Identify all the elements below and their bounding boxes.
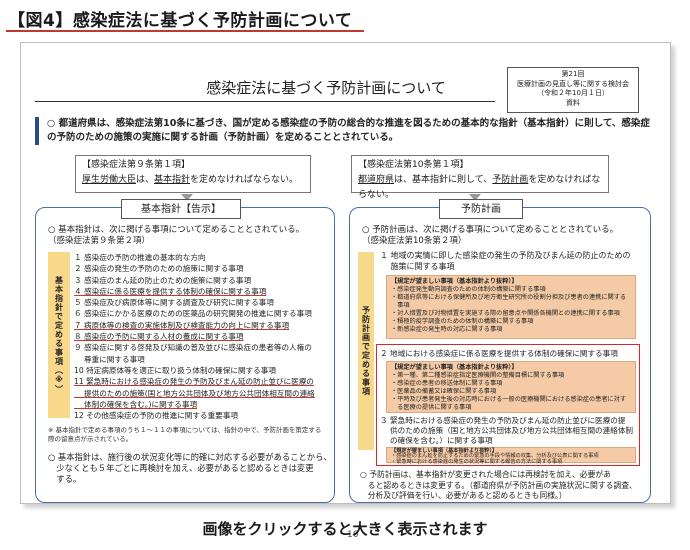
box-line: ・対人措置及び対物措置を実施する際の留意点や関係各機関との連携に関する事項 bbox=[391, 310, 620, 317]
box-line: ・緊急時における感染症の発生の状況等に関する報告の方法に関する事項 bbox=[391, 458, 563, 465]
box-line: ・新感染症の発生時の対応に関する事項 bbox=[391, 326, 503, 333]
reference-box: 第21回 医療計画の見直し等に関する検討会 （令和２年10月１日） 資料 bbox=[507, 67, 639, 113]
figure-title: 【図4】感染症法に基づく予防計画について bbox=[8, 11, 353, 31]
plan-section-2: ２ 地域における感染症に係る医療を提供する体制の確保に関する事項 bbox=[380, 349, 618, 358]
intro-line: （感染症法第９条第２項） bbox=[48, 236, 151, 246]
recommended-items-box: 【規定が望ましい事項（基本指針より抜粋）】 ・第一種、第二種感染症指定医療機関の… bbox=[386, 361, 636, 413]
panel-intro: ○ 予防計画は、次に掲げる事項について定めることとされている。 （感染症法第10… bbox=[362, 225, 618, 247]
foot-line: 分析及び評価を行い、必要があると認めるときも同様。） bbox=[360, 491, 567, 500]
slide-image[interactable]: 感染症法に基づく予防計画について 第21回 医療計画の見直し等に関する検討会 （… bbox=[20, 42, 671, 540]
page-number: 16 bbox=[347, 530, 359, 540]
law-object: 基本指針 bbox=[154, 175, 191, 185]
ref-line: 医療計画の見直し等に関する検討会 bbox=[517, 79, 629, 88]
law-heading: 【感染症法第10条第１項】 bbox=[358, 160, 469, 170]
box-line: ・感染症発生動向調査のための体制の構築に関する事項 bbox=[391, 286, 546, 293]
note-line: 際の留意点が示されている。 bbox=[48, 435, 133, 443]
section-line: １ 地域の実情に即した感染症の発生の予防及びまん延の防止のための bbox=[380, 251, 631, 260]
panel-intro: ○ 基本指針は、次に掲げる事項について定めることとされている。 （感染症法第９条… bbox=[48, 225, 304, 247]
box-heading: 【規定が望ましい事項（基本指針より抜粋）】 bbox=[391, 364, 518, 371]
down-arrow-icon bbox=[181, 194, 193, 201]
list-item: 10 特定病原体等を適正に取り扱う体制の確保に関する事項 bbox=[74, 365, 276, 375]
box-line: ・積極的疫学調査のための体制の構築に関する事項 bbox=[391, 318, 534, 325]
law-box-article-9: 【感染症法第９条第１項】 厚生労働大臣は、基本指針を定めなければならない。 bbox=[75, 155, 311, 193]
footnote: ※ 基本指針で定める事項のうち１～１１の事項については、指針の中で、予防計画を策… bbox=[48, 426, 321, 444]
foot-line: ○ 予防計画は、基本指針が変更された場合には再検討を加え、必要があ bbox=[360, 470, 611, 479]
list-item: ７ 病原体等の検査の実施体制及び検査能力の向上に関する事項 bbox=[74, 320, 290, 330]
law-subject: 厚生労働大臣 bbox=[82, 175, 137, 185]
list-item: 11 緊急時における感染症の発生の予防及びまん延の防止並びに医療の bbox=[74, 377, 314, 387]
basic-guideline-label: 基本指針【告示】 bbox=[121, 199, 241, 219]
box-line: ・医薬品の備蓄又は確保に関する事項 bbox=[391, 388, 497, 395]
ref-line: （令和２年10月１日） bbox=[537, 89, 609, 97]
down-arrow-icon bbox=[469, 194, 481, 201]
intro-line: （感染症法第10条第２項） bbox=[362, 236, 467, 246]
list-item: ２ 感染症の発生の予防のための施策に関する事項 bbox=[74, 264, 244, 274]
intro-line: ○ 基本指針は、次に掲げる事項について定めることとされている。 bbox=[48, 225, 305, 235]
box-line: ・都道府県等における保健所及び地方衛生研究所の役割分担及び患者の連携に関する bbox=[391, 294, 627, 301]
title-underline bbox=[6, 30, 364, 32]
prevention-plan-label: 予防計画 bbox=[439, 199, 523, 219]
box-line: ・平時及び患者発生後の対応時における一般の医療機関における感染症の患者に対す bbox=[391, 396, 627, 403]
foot-line: ○ 基本指針は、施行後の状況変化等に的確に対応する必要があることから、 bbox=[48, 452, 332, 462]
basic-guideline-panel: ○ 基本指針は、次に掲げる事項について定めることとされている。 （感染症法第９条… bbox=[35, 207, 335, 503]
plan-section-1: １ 地域の実情に即した感染症の発生の予防及びまん延の防止のための 施策に関する事… bbox=[380, 250, 631, 272]
box-heading: 【規定が望ましい事項（基本指針より抜粋）】 bbox=[391, 448, 498, 454]
list-item: ９ 感染症に関する啓発及び知識の普及並びに感染症の患者等の人権の bbox=[74, 343, 312, 353]
section-line: 供のための施策（国と地方公共団体及び地方公共団体相互間の連絡体制 bbox=[380, 426, 634, 435]
recommended-items-box: 【規定が望ましい事項（基本指針より抜粋）】 ・感染症のまん延を防止するための緊急… bbox=[386, 447, 636, 465]
law-object: 予防計画 bbox=[492, 175, 529, 185]
section-line: 施策に関する事項 bbox=[380, 262, 455, 271]
box-line: ・第一種、第二種感染症指定医療機関の整備目標に関する事項 bbox=[391, 372, 565, 379]
law-text: は、 bbox=[136, 175, 155, 185]
list-item: 12 その他感染症の予防の推進に関する重要事項 bbox=[74, 411, 238, 421]
click-to-enlarge-caption[interactable]: 画像をクリックすると大きく表示されます bbox=[202, 520, 488, 538]
law-text: を定めなければならない。 bbox=[358, 175, 601, 200]
box-line: る医療の提供に関する事項 bbox=[391, 404, 472, 411]
intro-line: ○ 予防計画は、次に掲げる事項について定めることとされている。 bbox=[362, 225, 619, 235]
box-heading: 【規定が望ましい事項（基本指針より抜粋）】 bbox=[391, 278, 518, 285]
list-item: １ 感染症の予防の推進の基本的な方向 bbox=[74, 253, 206, 262]
plan-section-3: ３ 緊急時における感染症の発生の予防及びまん延の防止並びに医療の提 供のための施… bbox=[380, 416, 633, 446]
box-line: ・感染症の患者の移送体制に関する事項 bbox=[391, 380, 503, 387]
list-item: ６ 感染症にかかる医療のための医薬品の研究開発の推進に関する事項 bbox=[74, 309, 312, 319]
list-item: ５ 感染症及び病原体等に関する調査及び研究に関する事項 bbox=[74, 298, 274, 308]
foot-line: 少なくとも５年ごとに再検討を加え、必要があると認めるときは変更 bbox=[48, 463, 314, 473]
list-item: ３ 感染症のまん延の防止のための施策に関する事項 bbox=[74, 275, 252, 285]
recommended-items-box: 【規定が望ましい事項（基本指針より抜粋）】 ・感染症発生動向調査のための体制の構… bbox=[386, 275, 636, 339]
list-item: ４ 感染症に係る医療を提供する体制の確保に関する事項 bbox=[74, 286, 267, 296]
intro-text: ○ 都道府県は、感染症法第10条に基づき、国が定める感染症の予防の総合的な推進を… bbox=[35, 117, 651, 145]
panel-footer: ○ 予防計画は、基本指針が変更された場合には再検討を加え、必要があ ると認めると… bbox=[360, 470, 637, 502]
slide-title-rule bbox=[35, 101, 495, 102]
foot-line: ると認めるときは変更する。（都道府県が予防計画の実施状況に関する調査、 bbox=[360, 480, 637, 490]
highlight-frame bbox=[376, 344, 640, 466]
prevention-plan-panel: ○ 予防計画は、次に掲げる事項について定めることとされている。 （感染症法第10… bbox=[349, 207, 651, 503]
section-line: ３ 緊急時における感染症の発生の予防及びまん延の防止並びに医療の提 bbox=[380, 416, 626, 425]
law-text: は、基本指針に則して、 bbox=[394, 175, 493, 185]
side-label: 基本指針で定める事項（※） bbox=[48, 252, 70, 418]
list-item: 提供のための施策(国と地方公共団体及び地方公共団体相互間の連絡 bbox=[74, 388, 315, 398]
law-text: を定めなければならない。 bbox=[190, 175, 299, 185]
side-label: 予防計画で定める事項 bbox=[358, 252, 374, 450]
law-box-article-10: 【感染症法第10条第１項】 都道府県は、基本指針に則して、予防計画を定めなければ… bbox=[351, 155, 609, 200]
section-line: の確保を含む。）に関する事項 bbox=[380, 436, 493, 445]
list-item: 体制の確保を含む。)に関する事項 bbox=[74, 399, 198, 409]
list-item: ８ 感染症の予防に関する人材の養成に関する事項 bbox=[74, 332, 244, 342]
box-line: 事項 bbox=[391, 302, 410, 309]
ref-line: 資料 bbox=[566, 98, 580, 107]
slide-title: 感染症法に基づく予防計画について bbox=[206, 79, 446, 97]
note-line: ※ 基本指針で定める事項のうち１～１１の事項については、指針の中で、予防計画を策… bbox=[48, 426, 322, 434]
law-heading: 【感染症法第９条第１項】 bbox=[82, 160, 191, 170]
box-line: ・感染症のまん延を防止するための緊急の手段や情報の収集、分析及び公表に関する事項 bbox=[391, 453, 599, 460]
list-item: 尊重に関する事項 bbox=[74, 354, 145, 364]
law-subject: 都道府県 bbox=[358, 175, 395, 185]
guideline-items: １ 感染症の予防の推進の基本的な方向 ２ 感染症の発生の予防のための施策に関する… bbox=[74, 252, 315, 421]
foot-line: する。 bbox=[48, 474, 82, 484]
ref-line: 第21回 bbox=[561, 70, 585, 78]
panel-footer: ○ 基本指針は、施行後の状況変化等に的確に対応する必要があることから、 少なくと… bbox=[48, 452, 332, 485]
